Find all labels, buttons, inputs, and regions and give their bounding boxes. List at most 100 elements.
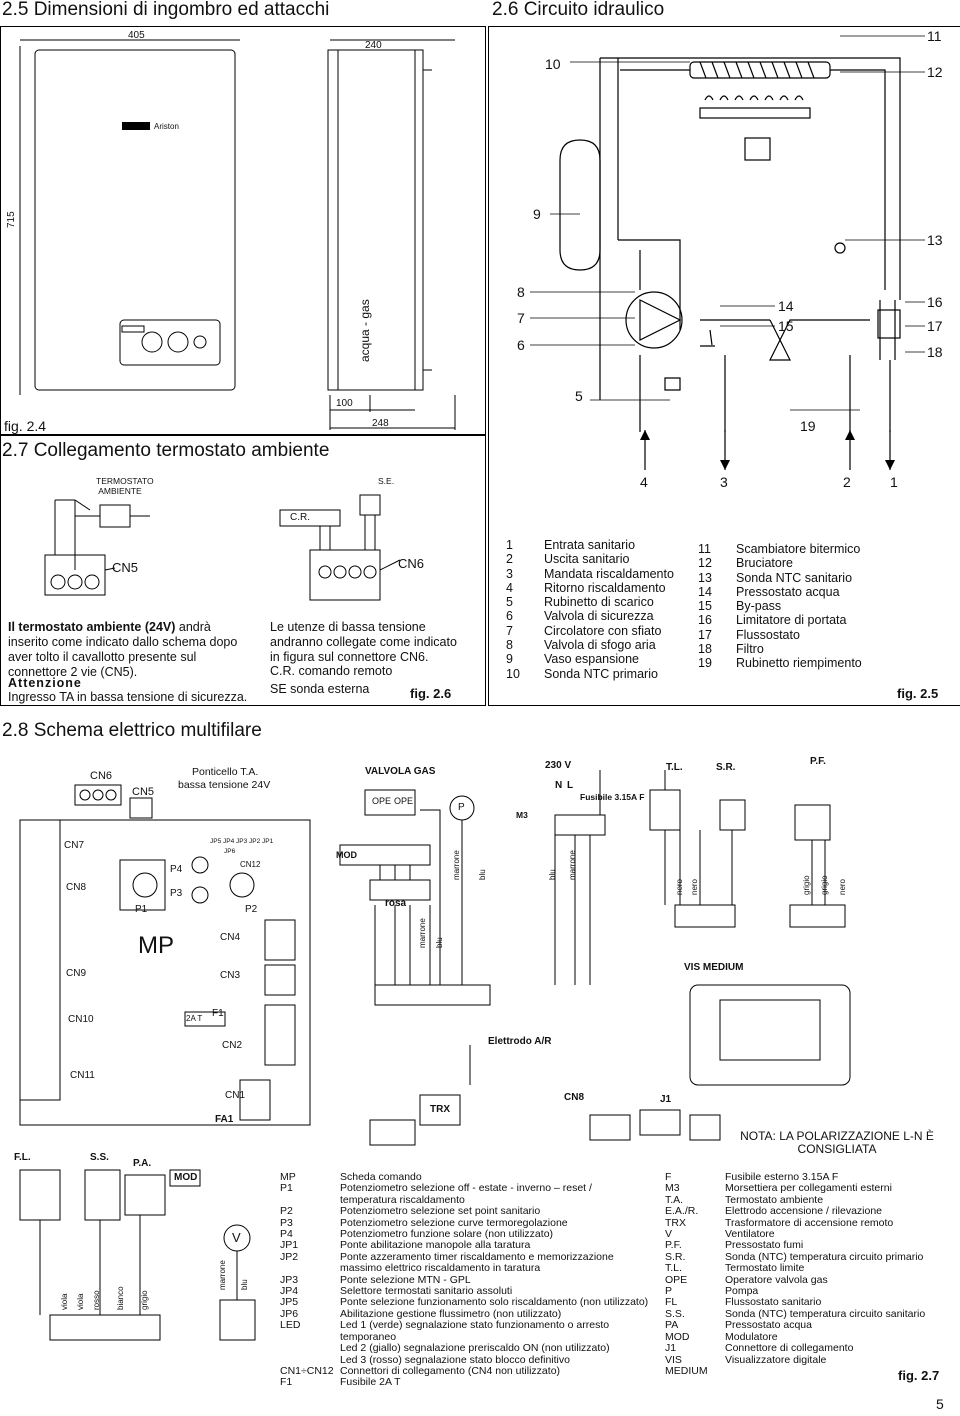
- cr-label: C.R.: [290, 512, 310, 523]
- hydro-num: 17: [927, 318, 943, 334]
- ingresso-text: Ingresso TA in bassa tensione di sicurez…: [8, 690, 248, 704]
- hydro-num: 19: [800, 418, 816, 434]
- w-fusibile: Fusibile 3.15A F: [580, 792, 645, 802]
- w-elettrodo: Elettrodo A/R: [488, 1036, 552, 1047]
- hydro-num: 7: [517, 310, 525, 326]
- hydro-num: 1: [890, 474, 898, 490]
- hydro-num: 10: [545, 56, 561, 72]
- w-cn8: CN8: [66, 882, 87, 893]
- w-modb: MOD: [174, 1172, 198, 1183]
- w-p4: P4: [170, 864, 183, 875]
- dim-100: 100: [336, 398, 353, 409]
- fig-2-6: fig. 2.6: [410, 686, 452, 701]
- w-cn11: CN11: [70, 1070, 95, 1081]
- hydro-num: 16: [927, 294, 943, 310]
- w-mp: MP: [138, 932, 174, 959]
- wire-viola: viola: [60, 1293, 69, 1310]
- w-ponticello: Ponticello T.A.: [192, 766, 259, 778]
- w-p2: P2: [245, 904, 258, 915]
- utenze-text: Le utenze di bassa tensione andranno col…: [270, 620, 457, 664]
- w-ope2: OPE: [394, 796, 414, 806]
- w-cn3: CN3: [220, 970, 241, 981]
- w-fa1: FA1: [215, 1114, 234, 1125]
- wire-nero: nero: [690, 878, 699, 895]
- wire-nero: nero: [838, 878, 847, 895]
- fig-2-5: fig. 2.5: [897, 686, 939, 701]
- w-n: N: [555, 780, 563, 791]
- w-bassa: bassa tensione 24V: [178, 779, 271, 791]
- hydro-num: 9: [533, 206, 541, 222]
- hydro-num: 12: [927, 64, 943, 80]
- heading-wiring: 2.8 Schema elettrico multifilare: [2, 720, 262, 741]
- w-j1: J1: [660, 1094, 672, 1105]
- w-v: V: [232, 1230, 241, 1245]
- wire-nero: nero: [675, 878, 684, 895]
- w-cn9: CN9: [66, 968, 87, 979]
- w-2a: 2A T: [186, 1014, 203, 1023]
- page-number: 5: [936, 1396, 944, 1412]
- fig-2-4: fig. 2.4: [4, 418, 47, 434]
- w-l: L: [567, 780, 574, 791]
- thermostat-text: Il termostato ambiente (24V) andrà inser…: [8, 620, 238, 679]
- wire-marrone: marrone: [418, 918, 427, 948]
- w-sr: S.R.: [716, 762, 736, 773]
- wire-viola: viola: [76, 1293, 85, 1310]
- w-ope1: OPE: [372, 796, 392, 806]
- w-fl: F.L.: [14, 1152, 31, 1163]
- attenzione-label: Attenzione: [8, 676, 82, 690]
- w-vis: VIS MEDIUM: [684, 962, 744, 973]
- wire-marrone: marrone: [452, 850, 461, 880]
- dim-height-715: 715: [6, 211, 17, 228]
- w-cn6: CN6: [90, 770, 113, 782]
- w-230v: 230 V: [545, 760, 572, 771]
- hydro-num: 13: [927, 232, 943, 248]
- hydro-num: 4: [640, 474, 648, 490]
- w-p3: P3: [170, 888, 183, 899]
- wire-grigio: grigio: [820, 875, 829, 895]
- heading-hydraulic: 2.6 Circuito idraulico: [492, 0, 665, 20]
- w-cn2: CN2: [222, 1040, 243, 1051]
- w-pf: P.F.: [810, 756, 826, 767]
- w-jp: JP5 JP4 JP3 JP2 JP1: [210, 838, 274, 845]
- hydro-num: 18: [927, 344, 943, 360]
- wire-grigio: grigio: [140, 1290, 149, 1310]
- w-m3: M3: [516, 810, 528, 820]
- hydro-num: 14: [778, 298, 794, 314]
- w-cn12: CN12: [240, 860, 261, 869]
- thermostat-frame: [0, 434, 486, 706]
- w-p1: P1: [135, 904, 148, 915]
- w-jp6: JP6: [224, 848, 236, 855]
- wire-blu: blu: [478, 869, 487, 880]
- wire-blu: blu: [548, 869, 557, 880]
- cr-text: C.R. comando remoto: [270, 664, 393, 678]
- w-cn4: CN4: [220, 932, 241, 943]
- wire-marrone: marrone: [218, 1260, 227, 1290]
- w-pa: P.A.: [133, 1158, 152, 1169]
- brand-label: Ariston: [154, 122, 179, 131]
- wire-grigio: grigio: [802, 875, 811, 895]
- hydro-num: 3: [720, 474, 728, 490]
- wire-blu: blu: [240, 1279, 249, 1290]
- w-mod: MOD: [336, 850, 357, 860]
- hydro-num: 15: [778, 318, 794, 334]
- hydro-num: 5: [575, 388, 583, 404]
- wire-rosso: rosso: [92, 1290, 101, 1310]
- w-trx: TRX: [430, 1104, 450, 1115]
- heading-thermostat: 2.7 Collegamento termostato ambiente: [2, 440, 330, 461]
- fig-2-7: fig. 2.7: [898, 1368, 940, 1383]
- cn6-label: CN6: [398, 556, 425, 571]
- w-pump: P: [458, 802, 465, 813]
- w-cn5: CN5: [132, 786, 155, 798]
- hydraulic-frame: [488, 26, 960, 706]
- w-tl: T.L.: [666, 762, 683, 773]
- wire-bianco: bianco: [116, 1286, 125, 1310]
- hydro-num: 6: [517, 337, 525, 353]
- dimensions-frame: [0, 26, 486, 436]
- wire-blu: blu: [435, 937, 444, 948]
- w-ss: S.S.: [90, 1152, 109, 1163]
